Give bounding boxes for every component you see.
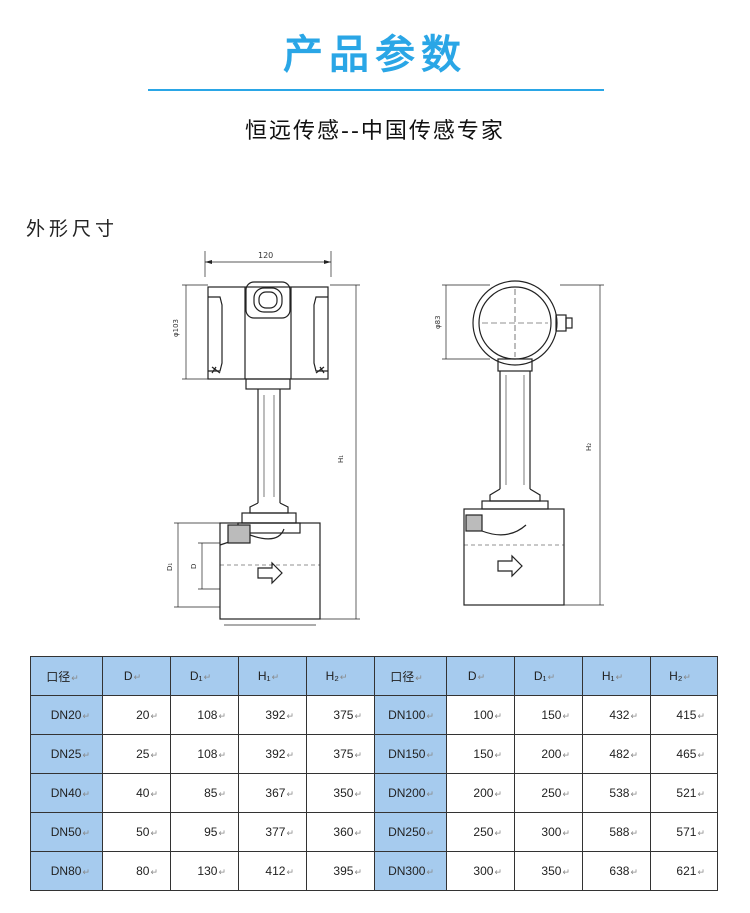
table-row: DN50 50 95 377 360 DN250 250 300 588 571 [30, 812, 718, 852]
dim-phi-left-label: φ103 [172, 319, 180, 337]
table-cell: DN50 [30, 812, 103, 852]
table-cell: 571 [650, 812, 718, 852]
page-subtitle: 恒远传感--中国传感专家 [245, 119, 505, 144]
table-cell: 482 [582, 734, 651, 774]
table-cell: 465 [650, 734, 718, 774]
header-cell: D [102, 656, 171, 696]
table-cell: 50 [102, 812, 171, 852]
table-cell: 85 [170, 773, 239, 813]
table-cell: 395 [306, 851, 375, 891]
dimension-drawing: 120 φ103 φ83 H₁ H₂ D₁ D [166, 251, 604, 626]
table-cell: 392 [238, 734, 307, 774]
table-cell: 300 [446, 851, 515, 891]
page-title: 产品参数 [283, 32, 467, 78]
dim-h1-label: H₁ [337, 455, 345, 463]
table-cell: 432 [582, 695, 651, 735]
header-cell: H₂ [650, 656, 718, 696]
table-cell: 621 [650, 851, 718, 891]
dim-phi-right-label: φ83 [434, 315, 442, 329]
title-divider [148, 89, 604, 91]
table-cell: 25 [102, 734, 171, 774]
table-cell: 377 [238, 812, 307, 852]
table-cell: 375 [306, 734, 375, 774]
table-cell: 538 [582, 773, 651, 813]
table-cell: 100 [446, 695, 515, 735]
table-cell: DN300 [374, 851, 447, 891]
dim-h2-label: H₂ [585, 443, 593, 451]
table-cell: DN20 [30, 695, 103, 735]
table-cell: 350 [306, 773, 375, 813]
table-cell: 521 [650, 773, 718, 813]
table-cell: 150 [446, 734, 515, 774]
header-cell: 口径 [374, 656, 447, 696]
table-cell: DN100 [374, 695, 447, 735]
table-cell: DN25 [30, 734, 103, 774]
table-cell: 350 [514, 851, 583, 891]
table-cell: 360 [306, 812, 375, 852]
table-cell: 20 [102, 695, 171, 735]
table-cell: 250 [446, 812, 515, 852]
table-header-row: 口径 D D₁ H₁ H₂ 口径 D D₁ H₁ H₂ [30, 656, 718, 696]
table-cell: 638 [582, 851, 651, 891]
header-cell: H₁ [582, 656, 651, 696]
table-cell: DN80 [30, 851, 103, 891]
table-cell: 150 [514, 695, 583, 735]
dim-d1-label: D₁ [166, 563, 174, 571]
table-row: DN80 80 130 412 395 DN300 300 350 638 62… [30, 851, 718, 891]
table-cell: 415 [650, 695, 718, 735]
section-title: 外形尺寸 [26, 218, 119, 240]
header-cell: D₁ [170, 656, 239, 696]
table-cell: 375 [306, 695, 375, 735]
table-cell: 300 [514, 812, 583, 852]
table-row: DN25 25 108 392 375 DN150 150 200 482 46… [30, 734, 718, 774]
table-cell: DN40 [30, 773, 103, 813]
header-cell: D [446, 656, 515, 696]
table-row: DN20 20 108 392 375 DN100 100 150 432 41… [30, 695, 718, 735]
table-cell: DN250 [374, 812, 447, 852]
header-cell: H₁ [238, 656, 307, 696]
table-cell: 250 [514, 773, 583, 813]
header-cell: H₂ [306, 656, 375, 696]
table-cell: 95 [170, 812, 239, 852]
table-row: DN40 40 85 367 350 DN200 200 250 538 521 [30, 773, 718, 813]
spec-table: 口径 D D₁ H₁ H₂ 口径 D D₁ H₁ H₂ DN20 20 108 … [30, 656, 718, 891]
table-cell: 108 [170, 695, 239, 735]
table-cell: 588 [582, 812, 651, 852]
table-cell: 200 [446, 773, 515, 813]
table-cell: 367 [238, 773, 307, 813]
table-cell: 40 [102, 773, 171, 813]
table-cell: 412 [238, 851, 307, 891]
table-cell: 200 [514, 734, 583, 774]
table-cell: DN150 [374, 734, 447, 774]
dim-d-label: D [190, 564, 198, 569]
table-cell: 392 [238, 695, 307, 735]
dim-width-label: 120 [258, 251, 273, 260]
table-cell: 80 [102, 851, 171, 891]
table-cell: 130 [170, 851, 239, 891]
header-cell: 口径 [30, 656, 103, 696]
table-cell: DN200 [374, 773, 447, 813]
table-cell: 108 [170, 734, 239, 774]
header-cell: D₁ [514, 656, 583, 696]
